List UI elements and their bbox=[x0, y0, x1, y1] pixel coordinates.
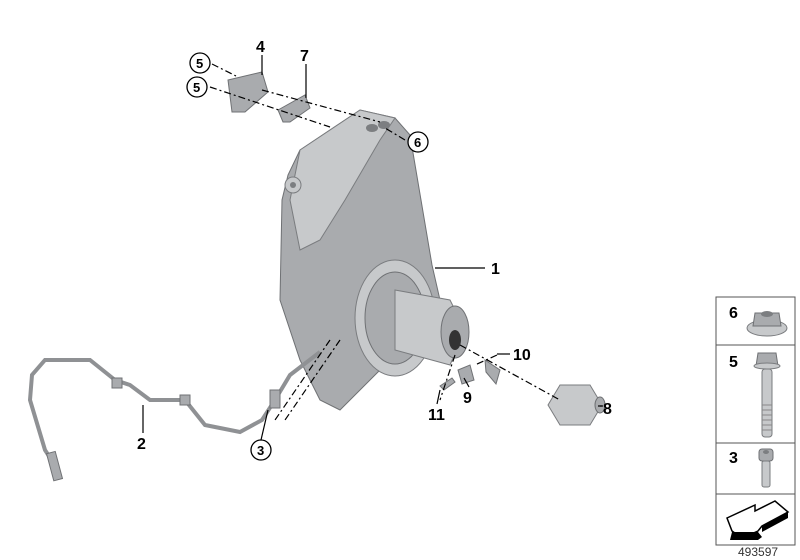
callout-6[interactable]: 6 bbox=[414, 135, 421, 150]
callout-2[interactable]: 2 bbox=[137, 436, 146, 453]
callout-8[interactable]: 8 bbox=[603, 401, 612, 418]
callout-1[interactable]: 1 bbox=[491, 261, 500, 278]
socket-head-screw-icon bbox=[758, 448, 774, 488]
flange-nut-icon bbox=[746, 311, 788, 337]
callout-10[interactable]: 10 bbox=[513, 347, 531, 364]
callout-11[interactable]: 11 bbox=[428, 407, 445, 424]
dust-cap-part[interactable] bbox=[547, 384, 606, 426]
hardware-legend-panel: 6 5 3 bbox=[715, 296, 796, 546]
legend-number-3: 3 bbox=[729, 450, 738, 467]
document-number: 493597 bbox=[738, 545, 778, 559]
circlip-part[interactable] bbox=[484, 359, 501, 386]
retaining-ring-part[interactable] bbox=[439, 377, 456, 391]
wheel-carrier-part[interactable] bbox=[279, 109, 470, 411]
direction-arrow-icon bbox=[726, 500, 790, 540]
callout-5-lower[interactable]: 5 bbox=[193, 80, 200, 95]
lock-plate-part[interactable] bbox=[457, 364, 475, 385]
bracket-part[interactable] bbox=[227, 71, 269, 113]
clip-part[interactable] bbox=[277, 94, 311, 123]
abs-sensor-cable-part[interactable] bbox=[27, 350, 322, 472]
hex-flange-bolt-icon bbox=[753, 352, 781, 438]
legend-number-5: 5 bbox=[729, 354, 738, 371]
callout-3[interactable]: 3 bbox=[257, 443, 264, 458]
callout-5-upper[interactable]: 5 bbox=[196, 56, 203, 71]
callout-4[interactable]: 4 bbox=[256, 39, 265, 56]
legend-number-6: 6 bbox=[729, 305, 738, 322]
callout-9[interactable]: 9 bbox=[463, 390, 472, 407]
callout-7[interactable]: 7 bbox=[300, 48, 309, 65]
